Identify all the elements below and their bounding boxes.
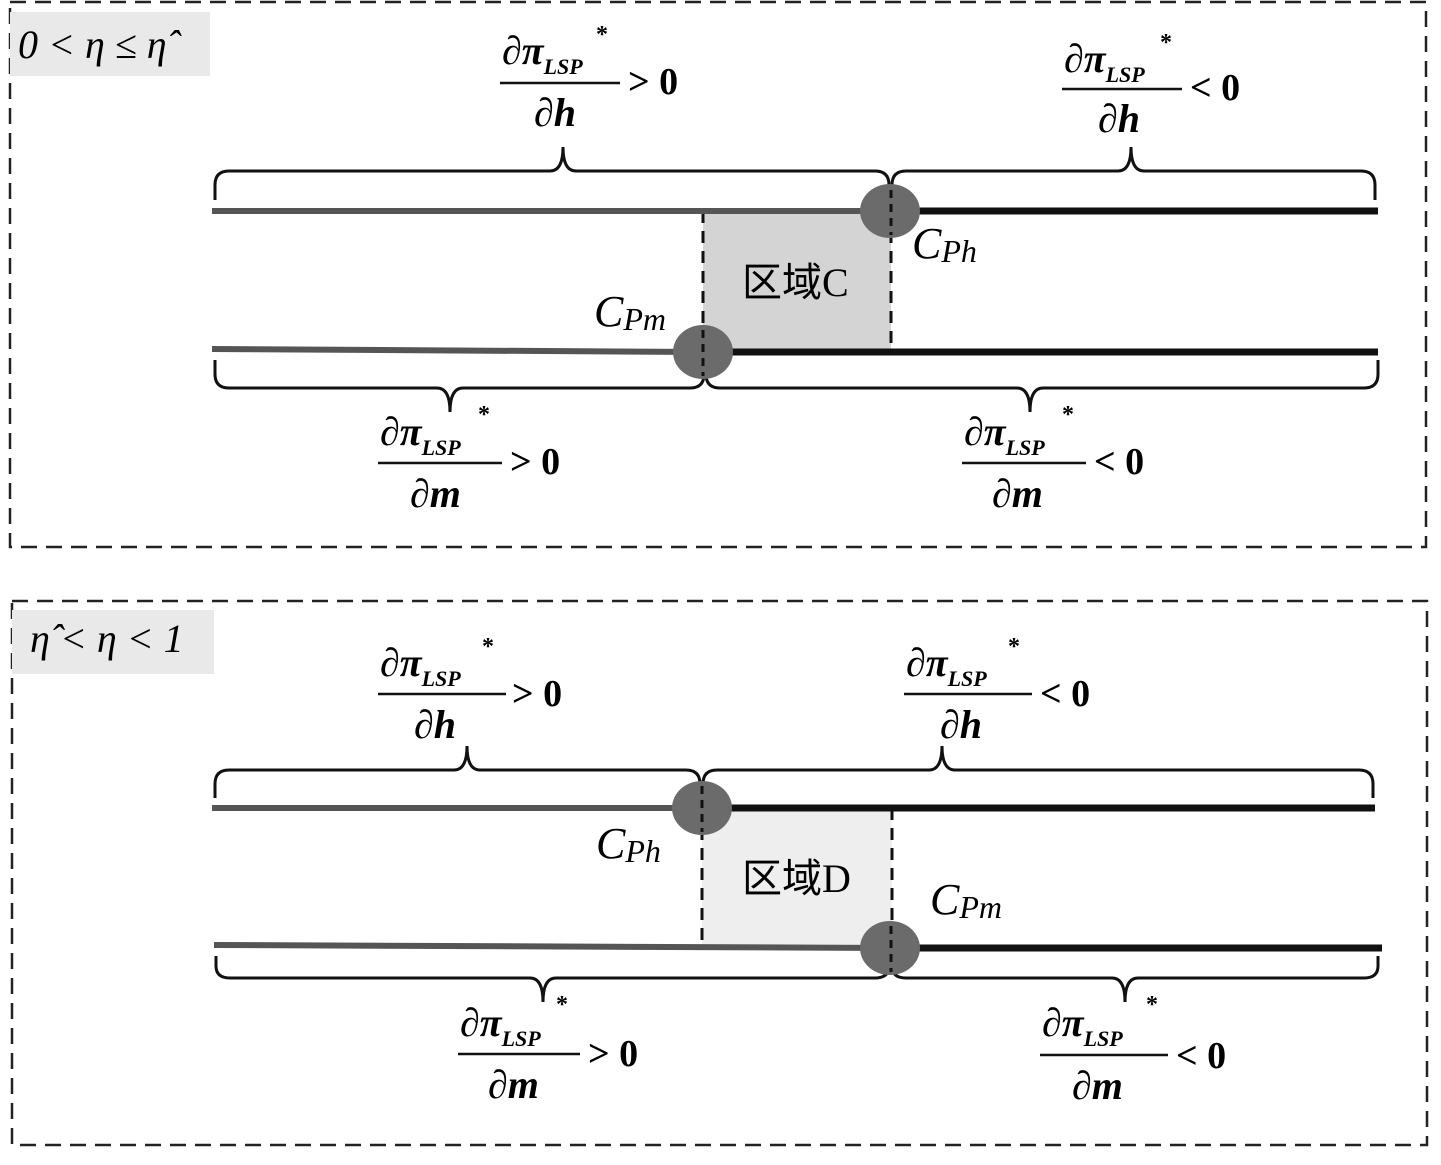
svg-text:∂m: ∂m (410, 471, 461, 516)
panel-2-top-right-derivative: ∂πLSP * ∂h < 0 (904, 634, 1090, 747)
region-d (702, 808, 892, 948)
panel-2-bottom-right-derivative: ∂πLSP * ∂m < 0 (1040, 992, 1226, 1108)
svg-text:> 0: > 0 (512, 673, 562, 715)
svg-text:*: * (1160, 30, 1172, 56)
panel-1-cph-label: CPh (912, 219, 977, 269)
panel-2: η̂ < η < 1 区域D CPh CPm ∂πLSP * (10, 599, 1429, 1147)
svg-text:*: * (596, 22, 608, 48)
svg-text:< 0: < 0 (1094, 441, 1144, 483)
svg-text:∂πLSP: ∂πLSP (380, 409, 461, 460)
panel-1: 0 < η ≤ η̂ 区域C CPh CPm ∂πLSP (8, 0, 1428, 549)
svg-text:∂m: ∂m (1072, 1063, 1123, 1108)
svg-text:*: * (482, 634, 494, 660)
svg-text:*: * (1062, 402, 1074, 428)
svg-text:∂m: ∂m (992, 471, 1043, 516)
panel-2-condition: η̂ < η < 1 (30, 616, 184, 661)
panel-2-top-left-derivative: ∂πLSP * ∂h > 0 (378, 634, 562, 747)
panel-1-bottom-left-brace (213, 360, 706, 413)
panel-2-bottom-right-brace (890, 956, 1380, 1003)
region-d-label: 区域D (742, 856, 851, 901)
panel-1-top-left-brace (213, 146, 891, 200)
svg-text:> 0: > 0 (628, 61, 678, 103)
svg-text:∂h: ∂h (534, 90, 576, 135)
panel-1-bottom-right-derivative: ∂πLSP * ∂m < 0 (962, 402, 1144, 516)
svg-text:> 0: > 0 (588, 1033, 638, 1075)
svg-text:*: * (1146, 992, 1158, 1018)
panel-2-condition-box (12, 610, 214, 674)
panel-1-condition: 0 < η ≤ η̂ (18, 22, 182, 67)
panel-1-bottom-right-brace (704, 360, 1380, 413)
region-c-label: 区域C (742, 260, 849, 305)
svg-text:< 0: < 0 (1040, 673, 1090, 715)
svg-text:*: * (1008, 634, 1020, 660)
svg-text:∂m: ∂m (488, 1062, 539, 1107)
panel-2-bottom-left-derivative: ∂πLSP * ∂m > 0 (458, 992, 638, 1107)
svg-text:∂h: ∂h (414, 702, 456, 747)
svg-text:∂πLSP: ∂πLSP (460, 1000, 541, 1051)
svg-text:∂πLSP: ∂πLSP (380, 640, 461, 691)
svg-text:∂πLSP: ∂πLSP (906, 640, 987, 691)
panel-1-border (8, 0, 1428, 549)
panel-1-bottom-left-derivative: ∂πLSP * ∂m > 0 (378, 402, 560, 516)
panel-1-top-left-derivative: ∂πLSP * ∂h > 0 (500, 22, 678, 135)
panel-1-top-right-brace (890, 146, 1377, 200)
panel-2-top-right-brace (701, 745, 1375, 798)
region-c (703, 211, 891, 352)
panel-1-top-right-derivative: ∂πLSP * ∂h < 0 (1062, 30, 1240, 141)
panel-1-condition-box (10, 12, 210, 76)
panel-2-bottom-left-brace (214, 956, 891, 1003)
svg-text:∂πLSP: ∂πLSP (1042, 1000, 1123, 1051)
svg-text:< 0: < 0 (1176, 1035, 1226, 1077)
svg-text:∂πLSP: ∂πLSP (964, 409, 1045, 460)
panel-2-bottom-line-left (213, 942, 893, 951)
panel-2-top-left-brace (213, 745, 702, 798)
svg-text:*: * (478, 402, 490, 428)
svg-text:< 0: < 0 (1190, 67, 1240, 109)
svg-text:∂h: ∂h (940, 702, 982, 747)
panel-2-cpm-label: CPm (930, 875, 1002, 925)
panel-2-border (10, 599, 1429, 1147)
svg-text:∂πLSP: ∂πLSP (1064, 36, 1145, 87)
svg-text:∂h: ∂h (1098, 96, 1140, 141)
svg-text:*: * (556, 992, 568, 1018)
panel-2-cph-label: CPh (596, 819, 661, 869)
svg-text:> 0: > 0 (510, 441, 560, 483)
svg-text:∂πLSP: ∂πLSP (502, 28, 583, 79)
panel-1-cpm-label: CPm (594, 287, 666, 337)
panel-1-bottom-line-left (211, 346, 704, 355)
